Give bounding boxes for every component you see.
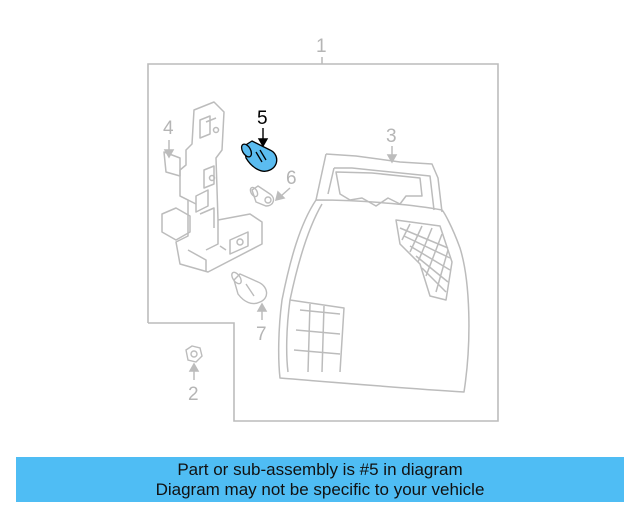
callout-5-leader <box>257 128 269 148</box>
parts-diagram: 1 4 5 <box>147 36 499 422</box>
callout-3[interactable]: 3 <box>386 126 397 147</box>
bulb-part-6[interactable] <box>249 185 275 207</box>
info-banner: Part or sub-assembly is #5 in diagram Di… <box>16 457 624 502</box>
callout-1[interactable]: 1 <box>316 36 327 57</box>
banner-line-disclaimer: Diagram may not be specific to your vehi… <box>155 480 485 499</box>
callout-2[interactable]: 2 <box>188 384 199 405</box>
callout-4[interactable]: 4 <box>163 118 174 139</box>
assembly-boundary <box>147 57 499 422</box>
callout-5[interactable]: 5 <box>257 108 268 129</box>
callout-6[interactable]: 6 <box>286 168 297 189</box>
banner-line-part-number: Part or sub-assembly is #5 in diagram <box>177 460 463 479</box>
bulb-part-5-highlighted[interactable] <box>240 140 278 172</box>
callout-3-leader <box>386 146 398 164</box>
bulb-part-7[interactable] <box>230 271 268 305</box>
callout-4-leader <box>163 140 175 159</box>
callout-7[interactable]: 7 <box>256 324 267 345</box>
callout-6-leader <box>274 187 291 202</box>
lamp-lens-part-3[interactable] <box>277 153 470 393</box>
nut-part-2[interactable] <box>185 345 203 363</box>
callout-2-leader <box>188 362 200 380</box>
callout-7-leader <box>256 302 268 320</box>
socket-bracket-part-4[interactable] <box>161 101 263 273</box>
